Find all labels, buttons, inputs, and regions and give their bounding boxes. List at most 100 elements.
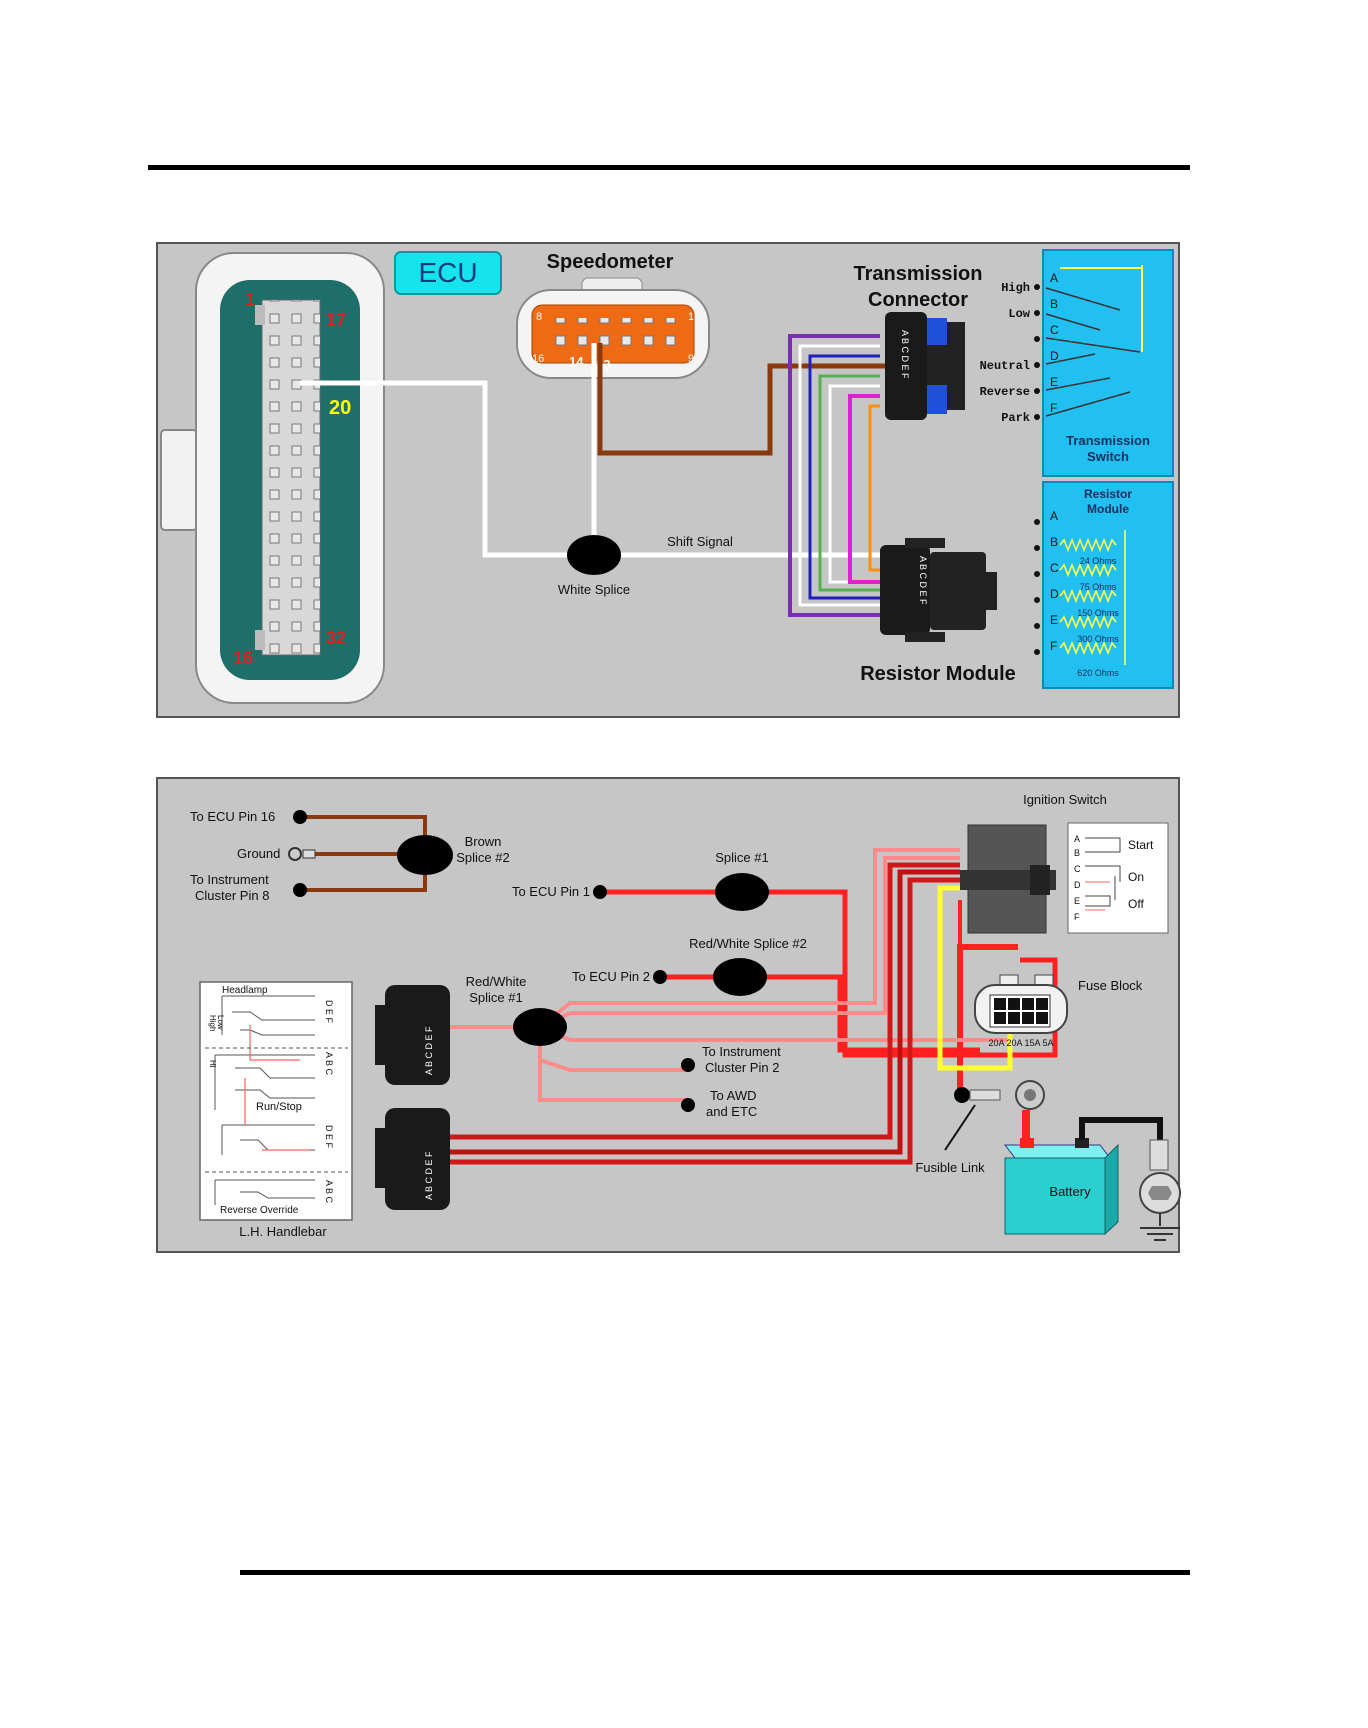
ignition-positions-box: A B C D E F Start On Off [1067,822,1169,934]
brown-splice-node [397,835,453,875]
speedo-pin-14: 14 [569,354,584,369]
transmission-connector-letters: A B C D E F [900,330,910,379]
red-white-splice2-label: Red/White Splice #2 [689,936,807,951]
speedometer-title: Speedometer [547,251,674,273]
resistor-module-label: Resistor Module [860,663,1016,685]
shift-signal-label: Shift Signal [667,534,733,549]
ign-letter-b: B [1074,848,1080,858]
ign-on-label: On [1128,870,1144,884]
bottom-wiring-panel: To ECU Pin 16 Ground To Instrument Clust… [156,777,1181,1253]
ground-terminal-icon [288,847,302,861]
resistor-letter-a: A [1050,509,1058,523]
resistor-value-150: 150 Ohms [1077,608,1119,618]
reverse-override-label: Reverse Override [220,1205,299,1216]
transmission-connector-title-2: Connector [868,289,968,311]
fusible-link-terminal [954,1087,970,1103]
fuse-block-title: Fuse Block [1078,978,1143,993]
white-splice-node [567,535,621,575]
ecu-pin-1-label: 1 [245,290,255,310]
ecu-pin-32-label: 32 [326,628,346,648]
transmission-connector-title: Transmission [854,263,983,285]
switch-position-b-letter: B [1050,297,1058,311]
battery [1003,1117,1163,1236]
ecu-pin-16-label: 16 [233,648,253,668]
ign-letter-d: D [1074,880,1081,890]
hb-letters-bot: A B C [324,1180,334,1204]
resistor-letter-d: D [1050,587,1059,601]
plug-upper-letters: A B C D E F [424,1026,434,1075]
resistor-value-24: 24 Ohms [1080,556,1117,566]
handlebar-plug-upper: A B C D E F [375,985,450,1085]
ecu-label: ECU [418,257,477,288]
label-to-instrument-cluster: To Instrument [702,1044,781,1059]
hb-low-label: Low [216,1015,225,1030]
speedo-pin-8: 8 [536,311,542,323]
resistor-value-300: 300 Ohms [1077,634,1119,644]
label-to-instrument: To Instrument [190,872,269,887]
ign-letter-f: F [1074,912,1080,922]
ign-start-label: Start [1128,838,1154,852]
red-white-splice1-label-2: Splice #1 [469,990,522,1005]
ign-letter-a: A [1074,834,1080,844]
fusible-link-label: Fusible Link [915,1160,985,1175]
ground-stud-icon [1139,1139,1181,1241]
brown-splice-label-2: Splice #2 [456,850,509,865]
white-splice-label: White Splice [558,582,630,597]
resistor-value-620: 620 Ohms [1077,668,1119,678]
footer-rule [240,1570,1190,1575]
ign-letter-c: C [1074,864,1081,874]
resistor-letter-b: B [1050,535,1058,549]
resistor-module-box-title-2: Module [1087,502,1129,516]
battery-label: Battery [1049,1184,1091,1199]
ecu-pin-20-label: 20 [329,397,351,419]
handlebar-plug-lower: A B C D E F [375,1108,450,1210]
splice1-node [715,873,769,911]
switch-position-d-letter: D [1050,349,1059,363]
hb-letters-mid: A B C [324,1052,334,1076]
switch-label-high: High [1001,281,1030,295]
fuse-block [974,974,1068,1034]
switch-position-e-letter: E [1050,375,1058,389]
ign-off-label: Off [1128,897,1144,911]
lh-handlebar-switch: Headlamp High Low Hi Run/Stop Reverse Ov… [199,981,353,1221]
resistor-value-75: 75 Ohms [1080,582,1117,592]
awd-terminal [681,1098,695,1112]
ecu-pin-17-label: 17 [326,310,346,330]
label-ground: Ground [237,846,280,861]
resistor-plug-letters: A B C D E F [918,556,928,605]
ecu-connector [160,252,385,704]
switch-label-neutral: Neutral [980,359,1030,373]
speedometer-connector [516,277,710,379]
speedo-pin-9: 9 [688,353,694,365]
resistor-module-box-title: Resistor [1084,487,1132,501]
run-stop-label: Run/Stop [256,1101,302,1113]
ecu-pin1-terminal [593,885,607,899]
resistor-module-box: Resistor Module A B C D E F 24 Ohms 75 O… [1034,481,1174,689]
label-cluster-pin2: Cluster Pin 2 [705,1060,779,1075]
ground-lug [302,849,316,859]
fusible-link-pointer [944,1104,976,1151]
speedo-pin-1: 1 [688,311,694,323]
ign-letter-e: E [1074,896,1080,906]
hb-letters-top: D E F [324,1000,334,1024]
top-wires [300,334,890,617]
switch-position-a-letter: A [1050,271,1058,285]
label-cluster-pin8: Cluster Pin 8 [195,888,269,903]
top-wiring-panel: 1 17 20 16 32 ECU Speedometer 8 1 16 14 … [156,242,1180,718]
resistor-letter-c: C [1050,561,1059,575]
plug-lower-letters: A B C D E F [424,1151,434,1200]
transmission-switch-positions: A B C D E F High Low Neutral Reverse Par… [980,271,1150,464]
red-white-splice1-label: Red/White [466,974,527,989]
cluster-pin8-terminal [293,883,307,897]
red-white-splice1-node [513,1008,567,1046]
switch-label-park: Park [1001,411,1030,425]
label-to-ecu-pin1: To ECU Pin 1 [512,884,590,899]
label-to-awd: To AWD [710,1088,756,1103]
transmission-switch-title-2: Switch [1087,449,1129,464]
red-white-splice2-node [713,958,767,996]
label-to-ecu-pin16: To ECU Pin 16 [190,809,275,824]
battery-terminal-icon [969,1080,1045,1145]
hb-letters-low: D E F [324,1125,334,1149]
resistor-module-plug: A B C D E F [880,538,997,642]
